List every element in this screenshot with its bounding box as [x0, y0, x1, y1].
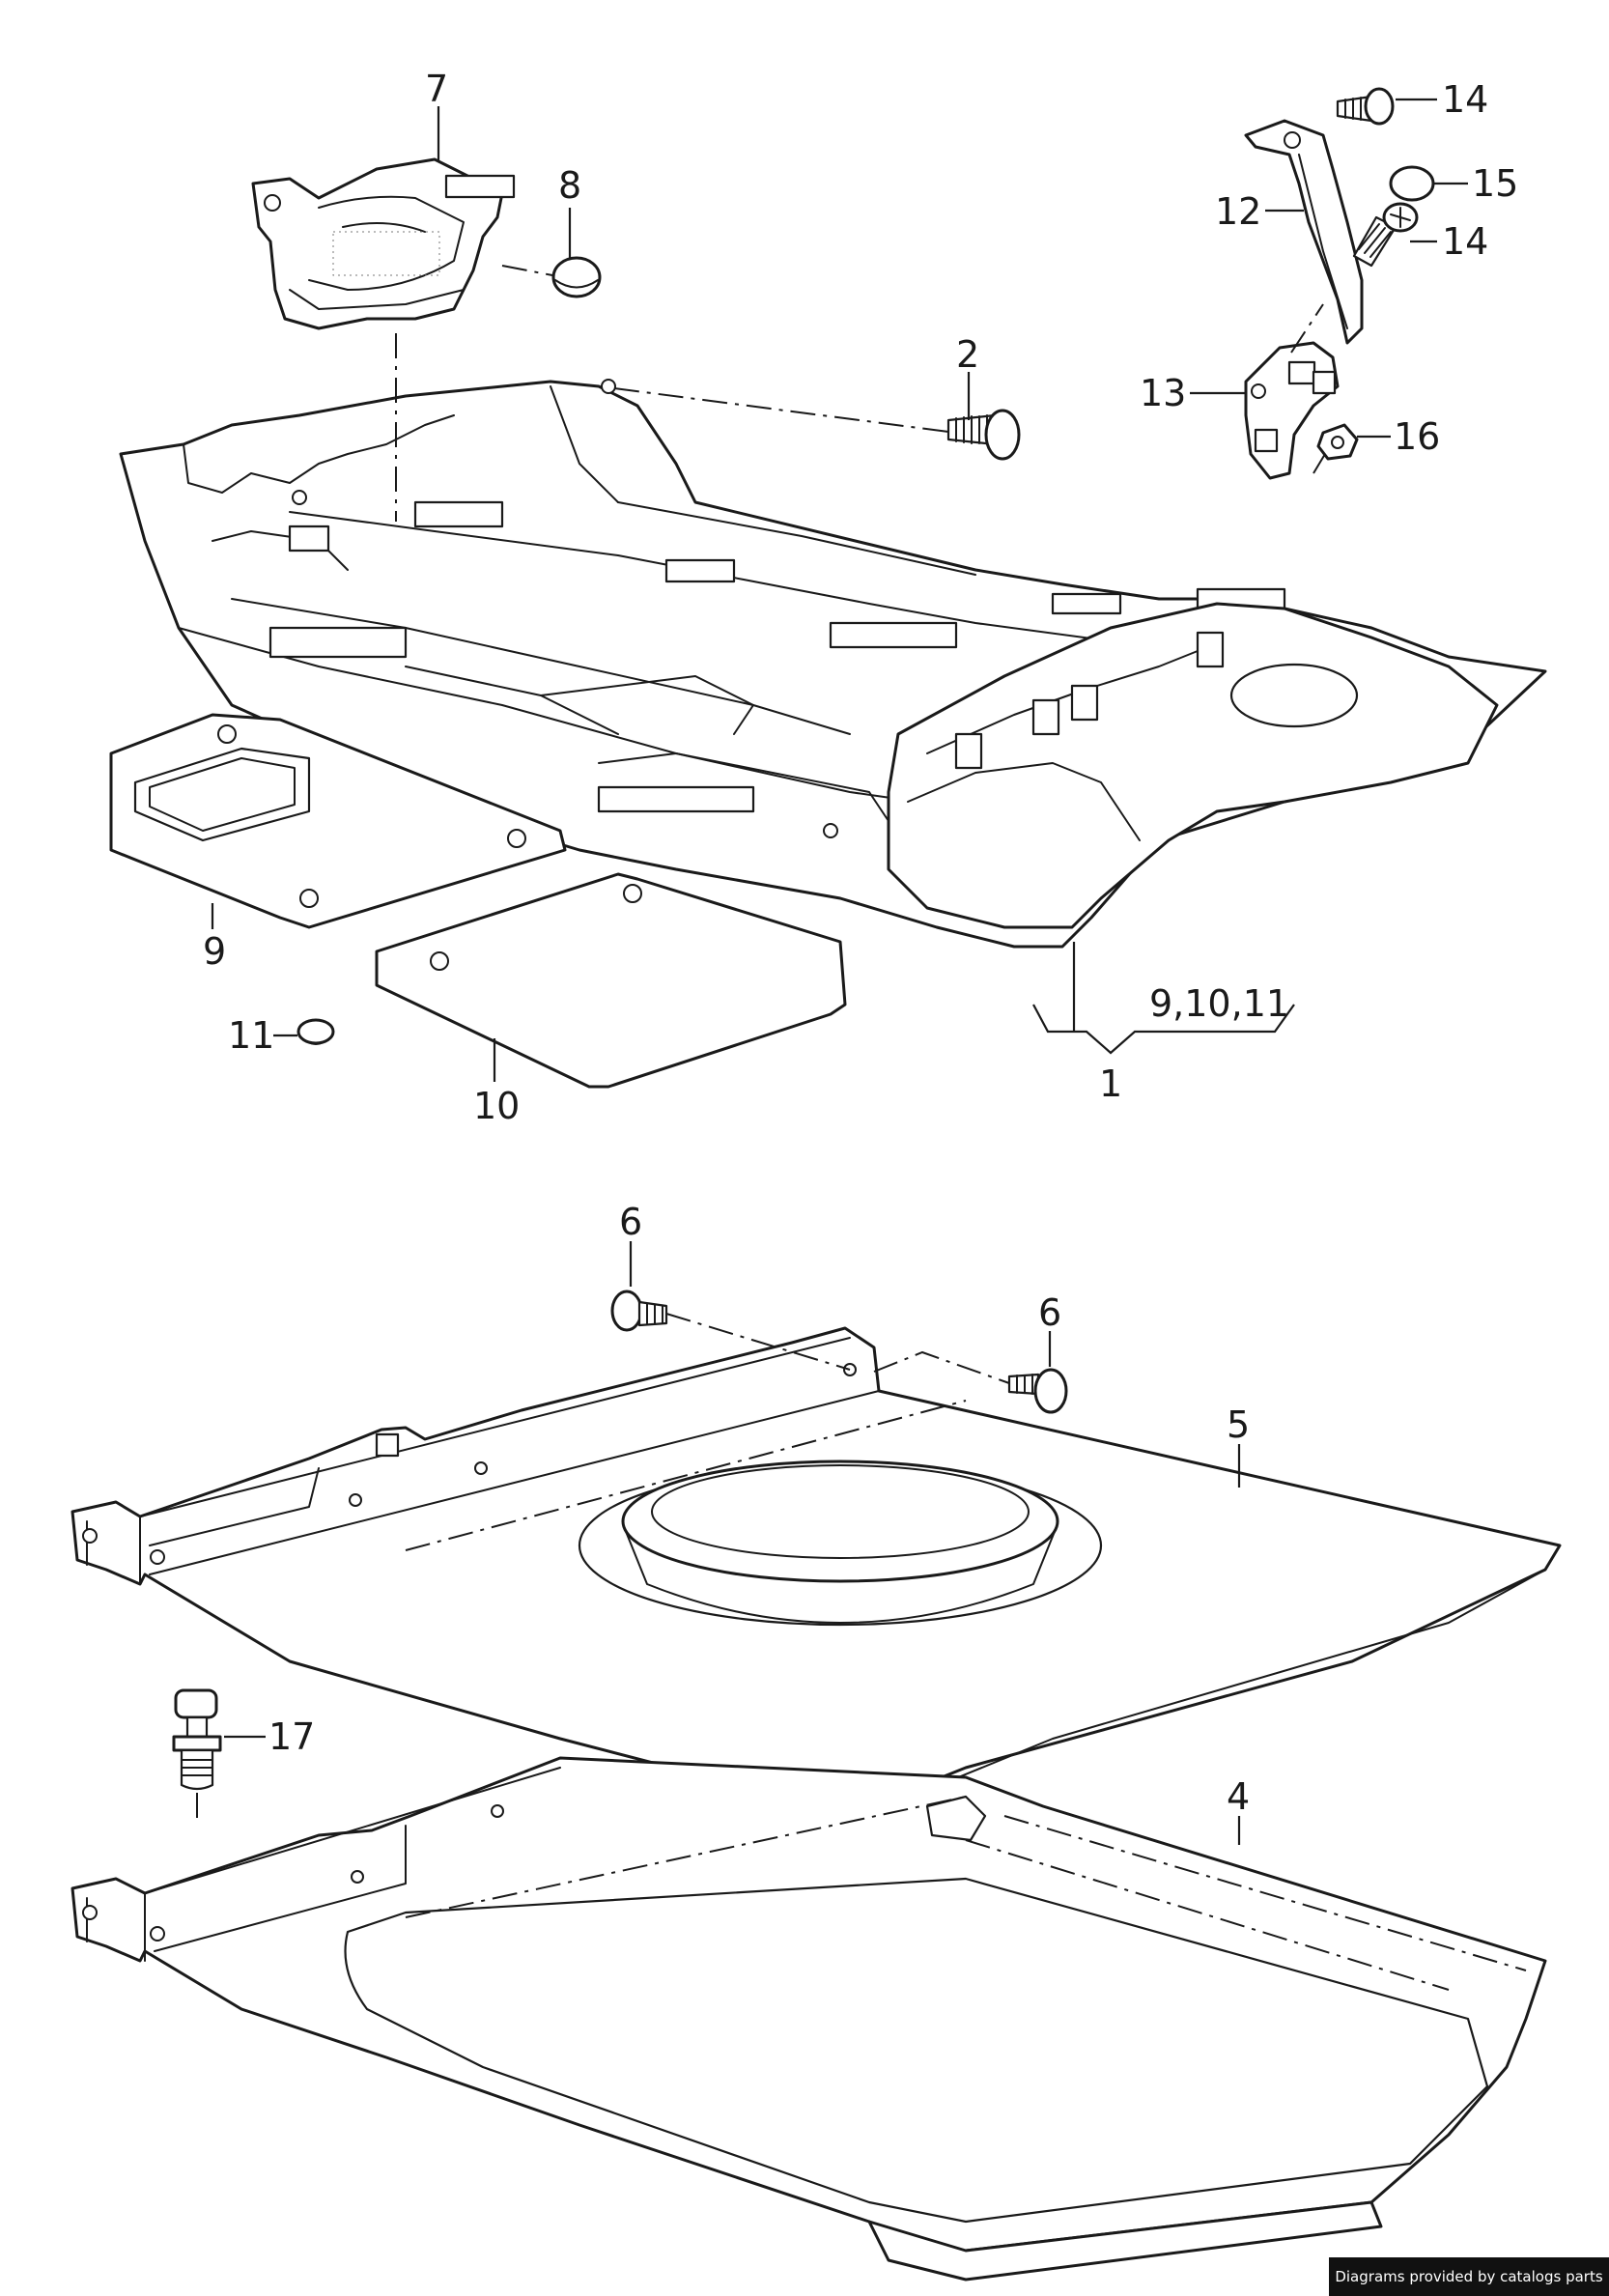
callout-6-right: 6: [1038, 1291, 1061, 1334]
callout-8: 8: [558, 164, 581, 207]
callout-9: 9: [203, 930, 226, 973]
callout-5: 5: [1227, 1403, 1250, 1446]
callout-1: 1: [1099, 1063, 1122, 1105]
callout-4: 4: [1227, 1775, 1250, 1818]
callout-6-left: 6: [619, 1201, 642, 1243]
part-8-plug: [551, 256, 602, 298]
part-11-grommet: [296, 1018, 335, 1045]
part-9-pad: [109, 713, 567, 929]
callout-17: 17: [268, 1715, 315, 1758]
part-5-panel: [71, 1326, 1562, 1808]
callout-16: 16: [1394, 415, 1440, 458]
callout-7: 7: [425, 68, 448, 110]
callout-10: 10: [473, 1085, 520, 1127]
callout-2: 2: [956, 333, 979, 376]
assembly-lines: [196, 265, 1527, 1991]
part-2-screw: [946, 409, 1021, 461]
callout-labels: 7 8 2 14 15 12 14 13 16 9 10 11 9,10,11 …: [203, 68, 1518, 1818]
callout-9-10-11: 9,10,11: [1149, 982, 1289, 1025]
callout-15: 15: [1472, 162, 1518, 205]
callout-14-top: 14: [1442, 78, 1488, 121]
callout-14-lower: 14: [1442, 220, 1488, 263]
part-4-panel: [71, 1756, 1547, 2282]
latch-assembly: [1244, 87, 1435, 480]
part-7-bracket: [251, 157, 516, 330]
part-6-screw-left: [610, 1290, 668, 1332]
attribution-badge: Diagrams provided by catalogs parts: [1329, 2257, 1609, 2296]
callout-11: 11: [228, 1014, 274, 1057]
part-17-clip: [172, 1688, 222, 1791]
callout-12: 12: [1215, 190, 1261, 233]
callout-13: 13: [1140, 372, 1186, 414]
leader-lines: [211, 98, 1468, 1845]
part-10-pad: [375, 872, 847, 1089]
part-6-screw-right: [1007, 1368, 1068, 1414]
